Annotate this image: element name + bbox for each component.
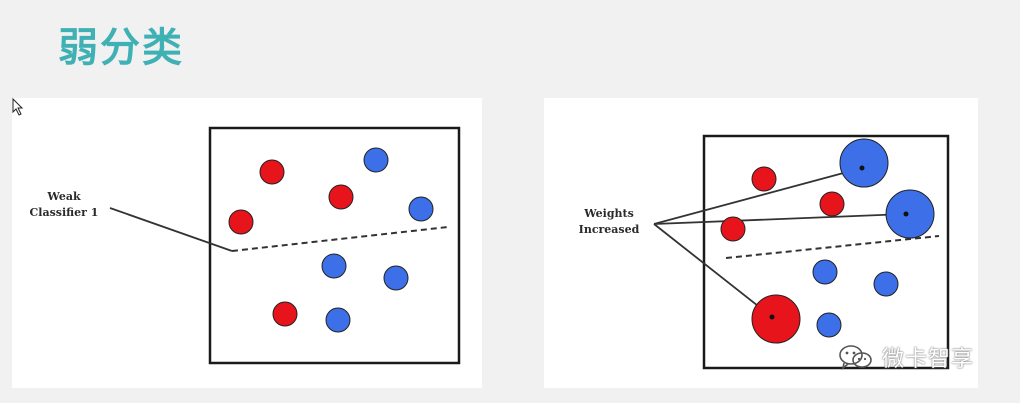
pointer-line-to-blue-right — [653, 213, 907, 225]
diagram-frame — [208, 126, 461, 365]
weak-classifier-panel: Weak Classifier 1 — [12, 97, 482, 388]
label-line-2: Increased — [578, 223, 640, 236]
decision-boundary — [231, 226, 449, 252]
pointer-line-to-red-large — [653, 223, 773, 318]
blue-point — [408, 196, 434, 222]
weak-classifier-diagram — [109, 126, 461, 365]
blue-point — [873, 271, 899, 297]
slide-title: 弱分类 — [58, 25, 184, 71]
mouse-cursor-icon — [12, 97, 24, 116]
arrow-dot — [903, 211, 909, 217]
arrow-dot — [769, 314, 775, 320]
weights-increased-panel: Weights Increased — [544, 98, 978, 388]
label-line-1: Weak — [47, 190, 81, 203]
arrow-dot — [859, 165, 865, 171]
blue-point — [839, 138, 889, 188]
blue-point — [325, 307, 351, 333]
blue-point — [816, 312, 842, 338]
red-point — [720, 216, 746, 242]
blue-point — [363, 147, 389, 173]
watermark-text: 微卡智享 — [882, 347, 975, 372]
red-point — [228, 209, 254, 235]
wechat-icon — [839, 345, 872, 370]
label-line-1: Weights — [584, 207, 634, 220]
weak-classifier-label: Weak Classifier 1 — [22, 189, 106, 221]
blue-point — [321, 253, 347, 279]
decision-boundary — [725, 235, 940, 259]
blue-point — [812, 259, 838, 285]
weights-increased-label: Weights Increased — [574, 206, 644, 238]
red-point — [272, 301, 298, 327]
watermark: 微卡智享 — [838, 342, 974, 372]
label-pointer-line — [109, 207, 233, 252]
blue-point — [383, 265, 409, 291]
red-point — [751, 166, 777, 192]
red-point — [751, 294, 801, 344]
blue-point — [885, 189, 935, 239]
weights-increased-diagram — [653, 134, 950, 370]
diagram-frame — [702, 134, 950, 370]
red-point — [259, 159, 285, 185]
red-point — [328, 184, 354, 210]
red-point — [819, 191, 845, 217]
label-line-2: Classifier 1 — [29, 206, 99, 219]
pointer-line-to-blue-top — [653, 167, 863, 225]
